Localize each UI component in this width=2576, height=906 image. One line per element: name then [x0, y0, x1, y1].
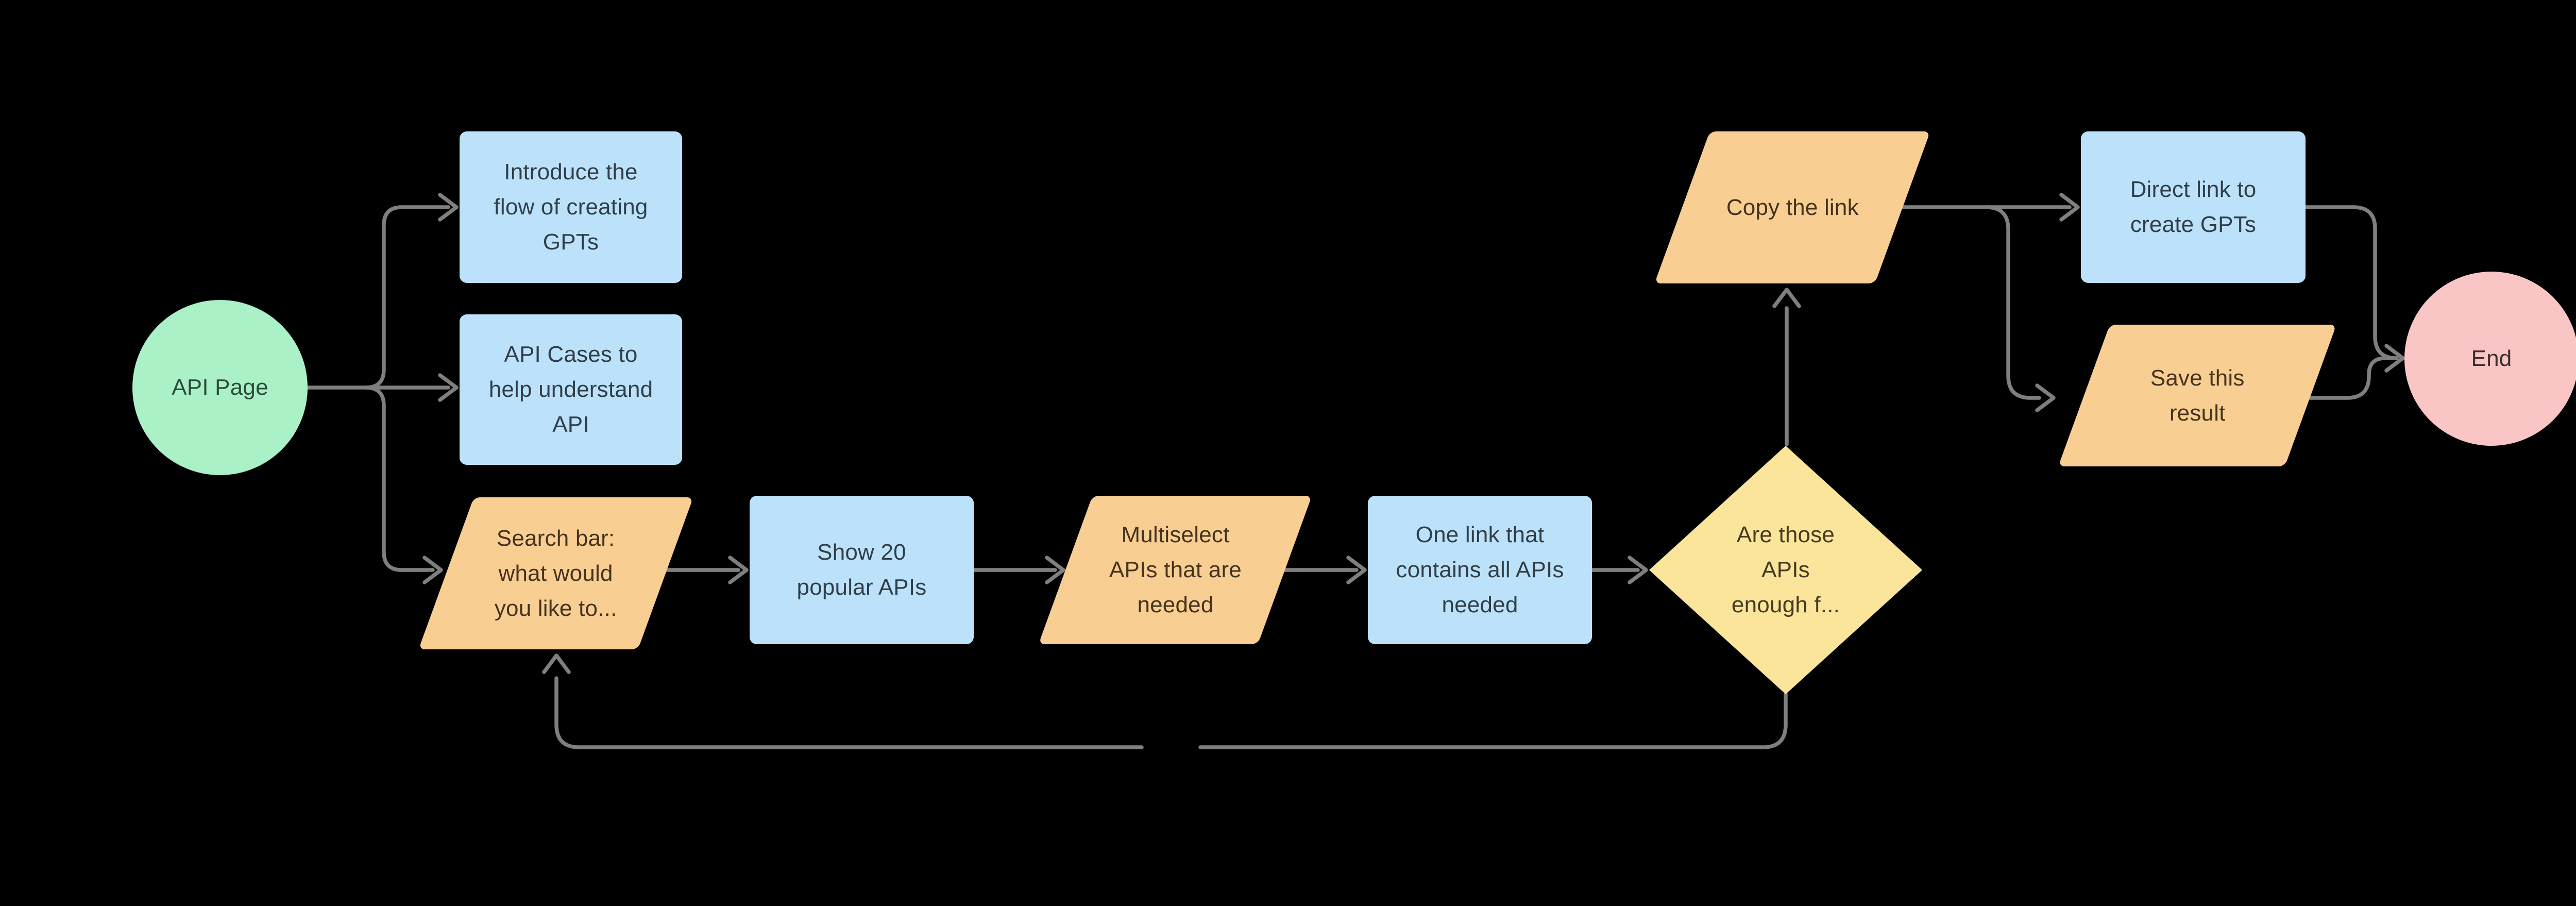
edge-search-bar-to-show-20[interactable] — [665, 556, 749, 584]
node-api-page[interactable]: API Page — [132, 300, 308, 475]
edge-multiselect-to-one-link[interactable] — [1282, 556, 1367, 584]
node-direct-link[interactable]: Direct link to create GPTs — [2081, 131, 2306, 283]
node-end-label: End — [2471, 346, 2512, 371]
node-api-cases-label: API Cases to help understand API — [488, 342, 653, 437]
edge-enough-to-copy-link[interactable] — [1772, 288, 1801, 446]
node-api-page-label: API Page — [172, 375, 268, 400]
edge-save-result-to-end[interactable] — [2307, 356, 2396, 400]
node-one-link-label: One link that contains all APIs needed — [1396, 522, 1564, 617]
node-api-cases[interactable]: API Cases to help understand API — [460, 314, 682, 465]
edge-show-20-to-multiselect[interactable] — [972, 556, 1065, 584]
node-save-result[interactable]: Save this result — [2058, 325, 2337, 466]
node-save-result-label: Save this result — [2150, 365, 2245, 426]
edge-api-page-to-introduce-flow[interactable] — [364, 193, 459, 390]
node-show-20-apis[interactable]: Show 20 popular APIs — [750, 496, 974, 644]
node-direct-link-label: Direct link to create GPTs — [2130, 177, 2257, 237]
edge-copy-link-to-save-result[interactable] — [1984, 205, 2056, 412]
node-copy-link[interactable]: Copy the link — [1654, 131, 1930, 283]
node-introduce-flow-label: Introduce the flow of creating GPTs — [494, 159, 648, 255]
node-introduce-flow[interactable]: Introduce the flow of creating GPTs — [460, 131, 682, 283]
node-search-bar[interactable]: Search bar: what would you like to... — [418, 497, 693, 649]
node-search-bar-label: Search bar: what would you like to... — [495, 525, 617, 621]
node-copy-link-label: Copy the link — [1726, 194, 1859, 220]
node-end[interactable]: End — [2404, 272, 2576, 446]
node-are-apis-enough-label: Are those APIs enough f... — [1731, 522, 1840, 617]
edge-direct-link-to-end[interactable] — [2303, 205, 2405, 373]
edge-api-page-to-api-cases[interactable] — [306, 373, 459, 402]
edge-one-link-to-enough[interactable] — [1590, 556, 1648, 584]
edge-enough-to-search-bar-loop[interactable] — [542, 653, 1788, 749]
node-one-link[interactable]: One link that contains all APIs needed — [1368, 496, 1592, 644]
node-are-apis-enough[interactable]: Are those APIs enough f... — [1649, 446, 1922, 694]
node-multiselect-apis[interactable]: Multiselect APIs that are needed — [1038, 496, 1312, 644]
node-multiselect-apis-label: Multiselect APIs that are needed — [1109, 522, 1242, 617]
edge-api-page-to-search-bar[interactable] — [364, 385, 443, 584]
node-show-20-apis-label: Show 20 popular APIs — [796, 540, 927, 600]
